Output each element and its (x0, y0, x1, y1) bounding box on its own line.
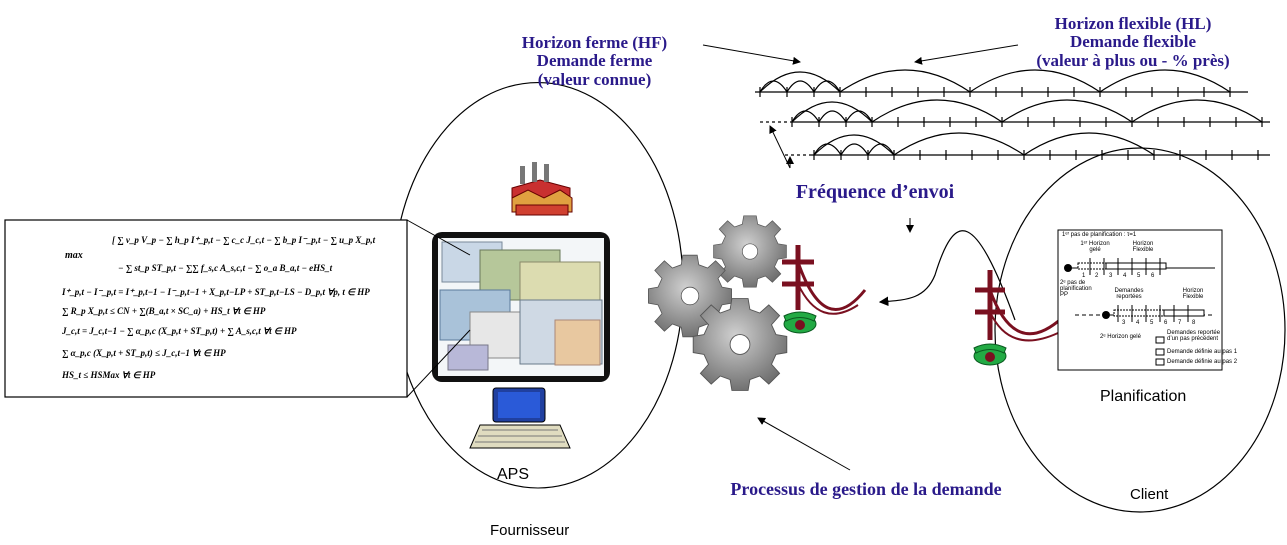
planning-chart (1057, 229, 1223, 371)
row2-num-4: 6 (1164, 320, 1168, 326)
client-label: Client (1130, 486, 1169, 503)
timeline-row-2 (760, 99, 1270, 127)
row1-num-5: 5 (1137, 273, 1141, 279)
row2-num-3: 5 (1150, 320, 1154, 326)
planification-label: Planification (1100, 388, 1187, 405)
row2-num-5: 7 (1178, 320, 1182, 326)
legend-3: Demande définie au pas 2 (1167, 359, 1238, 365)
constraint-1: I⁺_p,t − I⁻_p,t = I⁺_p,t−1 − I⁻_p,t−1 + … (62, 287, 370, 297)
client-ellipse (994, 147, 1286, 513)
legend-2: Demande définie au pas 1 (1167, 349, 1238, 355)
processus-label: Processus de gestion de la demande (730, 479, 1002, 499)
flexible2-label: Horizon Flexible (1182, 288, 1204, 300)
row1-num-4: 4 (1123, 273, 1127, 279)
row2-num-6: 8 (1192, 320, 1196, 326)
fournisseur-label: Fournisseur (490, 522, 570, 539)
hl-arrow (914, 44, 1019, 65)
formula-box (4, 219, 408, 398)
hf-line-1: Horizon ferme (HF) (521, 33, 668, 52)
computer-icon (469, 387, 571, 449)
gear-icon (692, 298, 788, 391)
row1-num-3: 3 (1109, 273, 1113, 279)
flexible1-label: Horizon Flexible (1132, 241, 1154, 253)
gear-icon (713, 215, 787, 288)
objective-line-2: − ∑ st_p ST_p,t − ∑∑ f_s,c A_s,c,t − ∑ o… (118, 263, 333, 273)
objective-max: max (65, 250, 83, 261)
row2-num-1: 3 (1122, 320, 1126, 326)
gele1-label: 1ᵉʳ Horizon gelé (1080, 241, 1110, 253)
factory-icon (511, 162, 573, 216)
telephone-icon (973, 343, 1007, 366)
constraint-4: ∑ α_p,c (X_p,t + ST_p,t) ≤ J_c,t−1 ∀t ∈ … (62, 348, 226, 358)
aps-label: APS (497, 466, 530, 483)
row1-num-1: 1 (1082, 273, 1086, 279)
timeline-row-1 (755, 69, 1248, 97)
hl-line-3: (valeur à plus ou - % près) (1036, 50, 1230, 70)
legend-1: Demandes reportée d’un pas précédent (1167, 330, 1221, 342)
hl-label: Horizon flexible (HL) Demande flexible (… (993, 14, 1273, 70)
telephone-pole-icon (782, 245, 867, 315)
row1-num-2: 2 (1095, 273, 1099, 279)
hf-line-3: (valeur connue) (537, 69, 652, 89)
transmission-wave (878, 230, 1016, 321)
constraint-5: HS_t ≤ HSMax ∀t ∈ HP (62, 370, 156, 380)
row1-num-6: 6 (1151, 273, 1155, 279)
timeline-row-3 (785, 132, 1270, 160)
freq-arrow-1 (769, 125, 791, 169)
row2-num-2: 4 (1136, 320, 1140, 326)
hf-label: Horizon ferme (HF) Demande ferme (valeur… (482, 33, 707, 89)
gele2-label: 2ᵉ Horizon gelé (1100, 334, 1141, 340)
frequence-label: Fréquence d’envoi (795, 181, 955, 203)
telephone-icon (783, 311, 817, 334)
processus-arrow (757, 417, 851, 471)
step1-label: 1ᵉʳ pas de planification : τ=1 (1062, 232, 1137, 238)
monitor-icon (432, 232, 610, 382)
hl-line-1: Horizon flexible (HL) (1054, 14, 1212, 33)
constraint-2: ∑ R_p X_p,t ≤ CN + ∑(B_a,t × SC_a) + HS_… (62, 306, 266, 316)
telephone-pole-icon (975, 270, 1063, 342)
hl-line-2: Demande flexible (1069, 32, 1197, 52)
hf-arrow (702, 44, 801, 65)
step2-label: 2ᵉ pas de planification PP (1060, 280, 1092, 298)
objective-line-1: [ ∑ v_p V_p − ∑ h_p I⁺_p,t − ∑ c_c J_c,t… (112, 235, 376, 245)
reportees-label: Demandes reportées (1114, 288, 1144, 300)
constraint-3: J_c,t = J_c,t−1 − ∑ α_p,c (X_p,t + ST_p,… (62, 326, 297, 336)
hf-line-2: Demande ferme (536, 51, 653, 71)
